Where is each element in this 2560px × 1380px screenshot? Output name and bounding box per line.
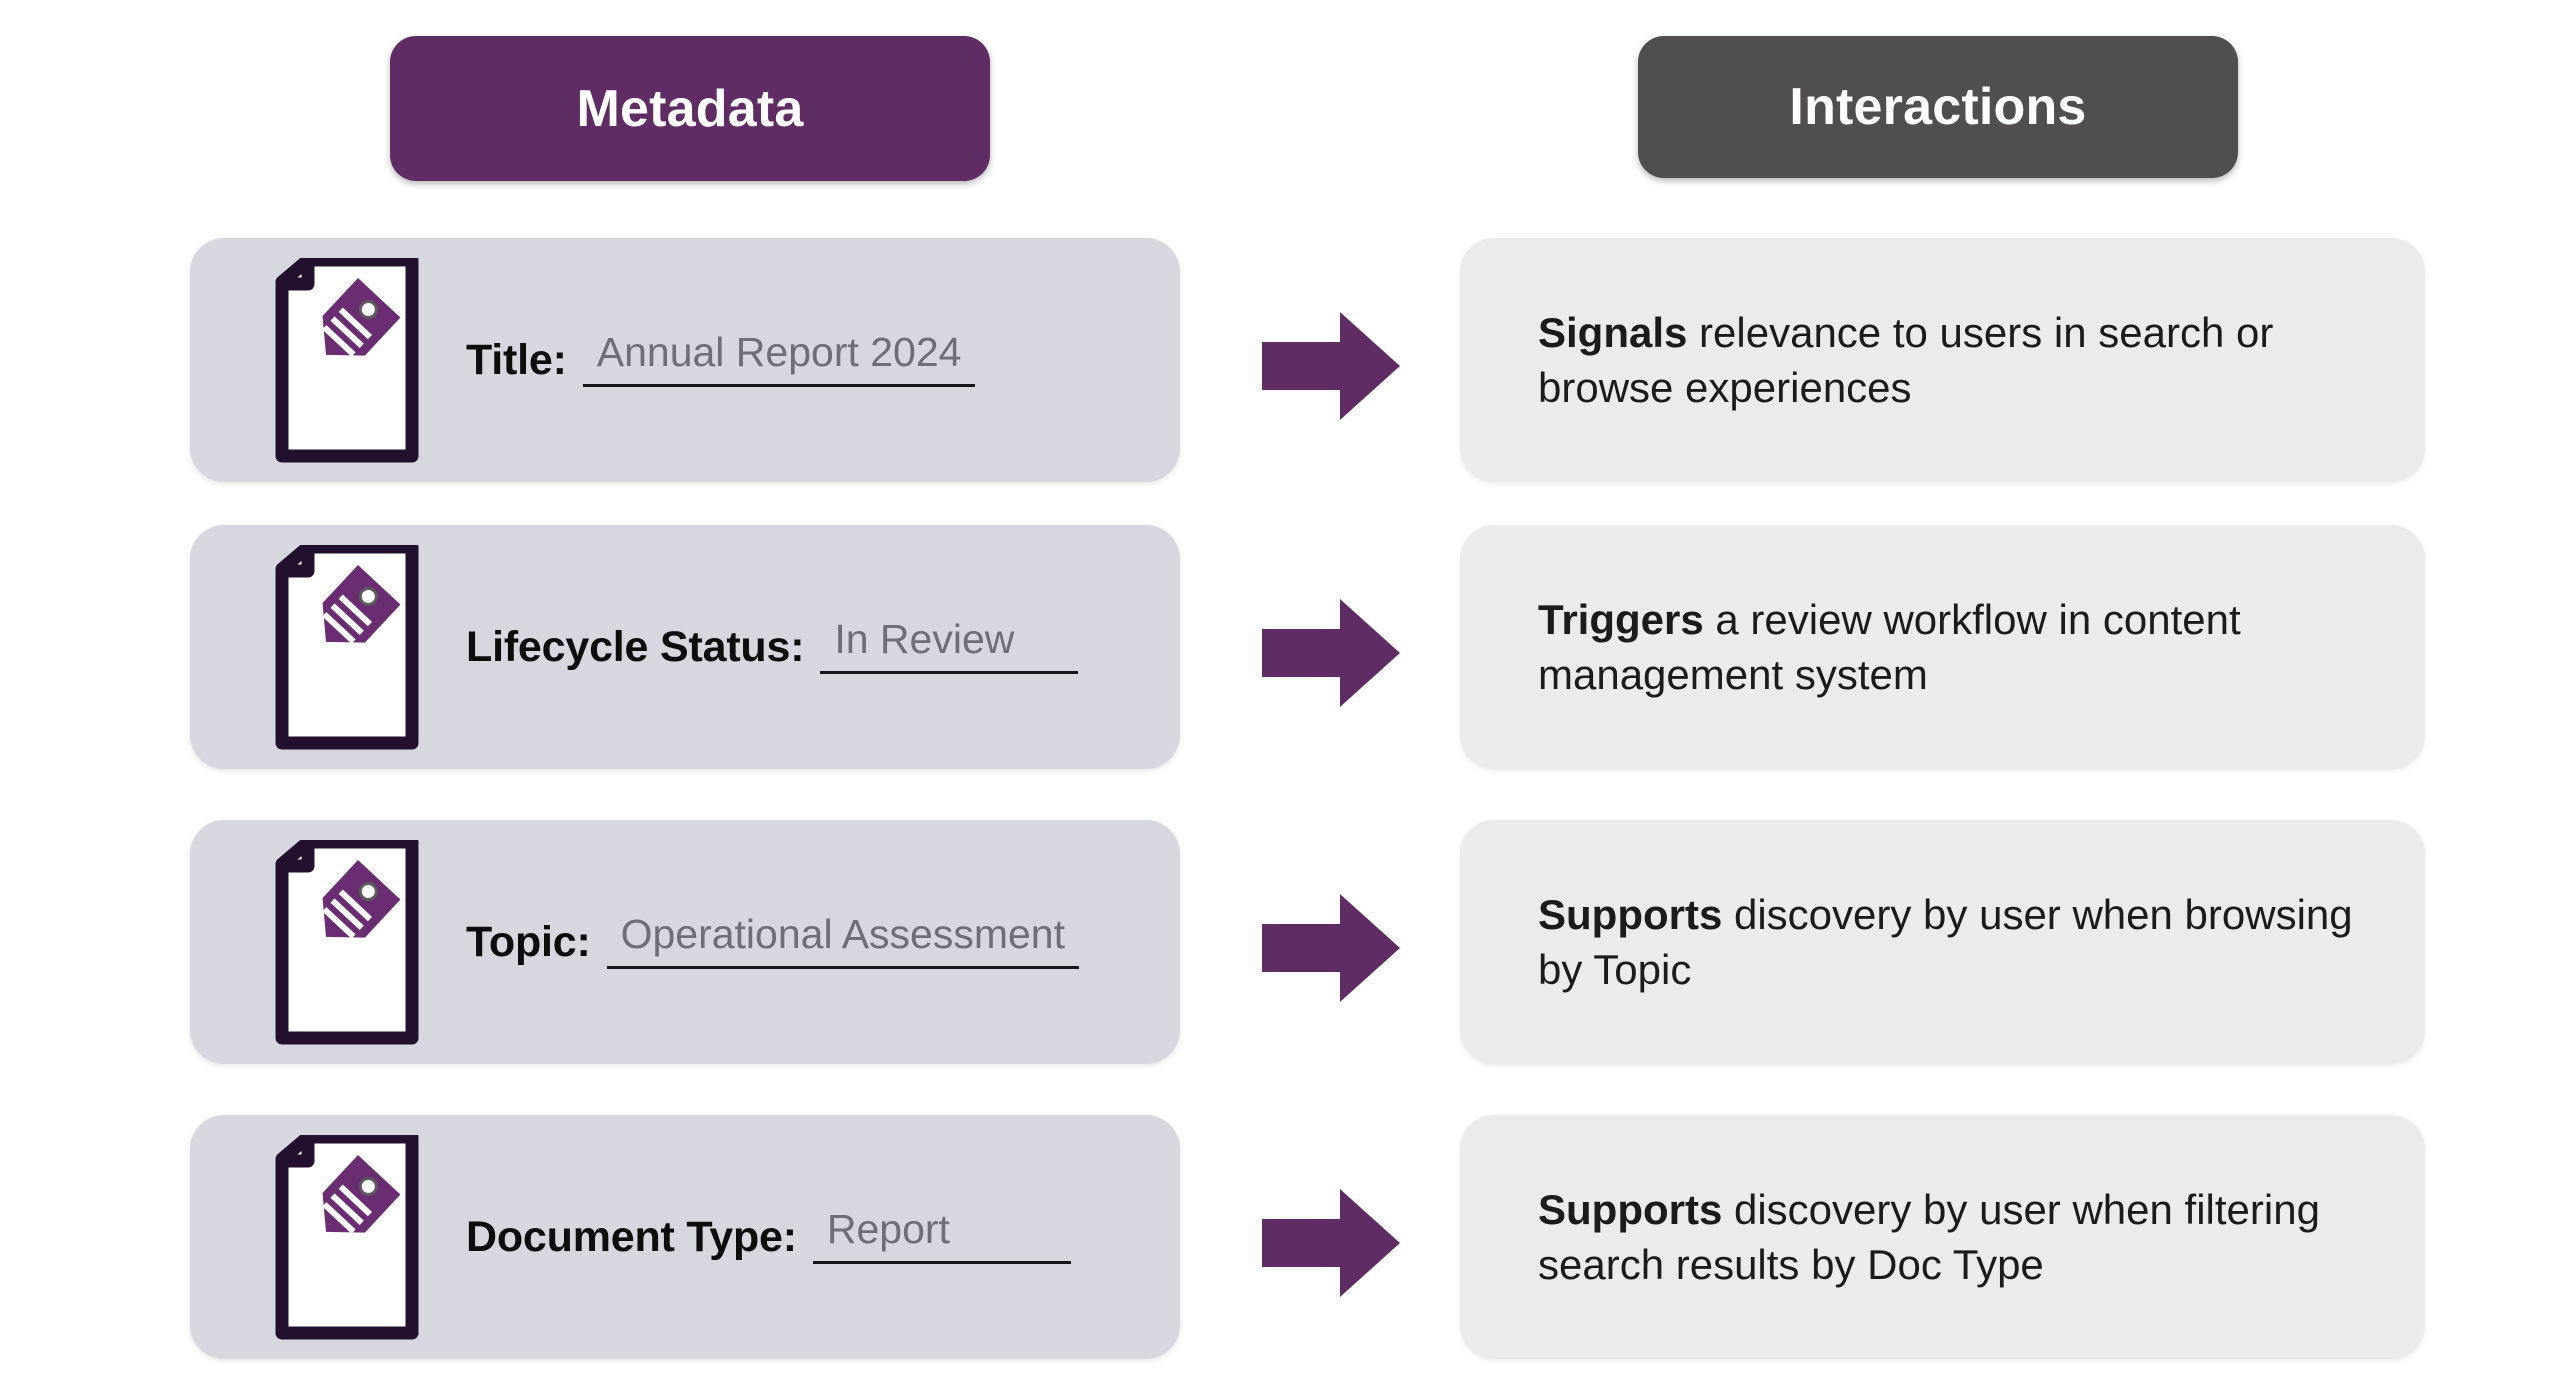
document-tag-icon <box>252 840 442 1050</box>
right-arrow-icon <box>1262 599 1400 707</box>
interaction-rest-text: relevance to users in search or browse e… <box>1538 308 2274 411</box>
interaction-bold-word: Supports <box>1538 1185 1723 1233</box>
field-value-wrap: Report <box>812 1206 1071 1268</box>
field-value[interactable]: Operational Assessment <box>606 911 1079 969</box>
column-header-metadata-label: Metadata <box>576 79 804 138</box>
metadata-row: Document Type: Report Supports discovery… <box>0 1115 2560 1359</box>
field-value[interactable]: In Review <box>820 616 1079 674</box>
field-label: Document Type: <box>466 1212 797 1261</box>
interaction-card: Signals relevance to users in search or … <box>1460 238 2425 482</box>
interaction-card: Supports discovery by user when browsing… <box>1460 820 2425 1064</box>
right-arrow-icon <box>1262 312 1400 420</box>
column-header-interactions-label: Interactions <box>1789 78 2087 136</box>
metadata-row: Lifecycle Status: In Review Triggers a r… <box>0 525 2560 769</box>
field-label: Topic: <box>466 917 591 966</box>
metadata-card: Topic: Operational Assessment <box>190 820 1180 1064</box>
interaction-bold-word: Signals <box>1538 308 1688 356</box>
column-header-interactions: Interactions <box>1638 36 2238 178</box>
interaction-text: Supports discovery by user when browsing… <box>1460 887 2425 998</box>
interaction-text: Triggers a review workflow in content ma… <box>1460 592 2425 703</box>
metadata-card: Title: Annual Report 2024 <box>190 238 1180 482</box>
field-value-wrap: In Review <box>820 616 1079 678</box>
field-value-wrap: Annual Report 2024 <box>582 329 976 391</box>
document-tag-icon <box>252 545 442 755</box>
metadata-field: Document Type: Report <box>466 1115 1071 1359</box>
field-label: Lifecycle Status: <box>466 622 805 671</box>
interaction-bold-word: Supports <box>1538 890 1723 938</box>
interaction-text: Supports discovery by user when filterin… <box>1460 1182 2425 1293</box>
metadata-field: Topic: Operational Assessment <box>466 820 1079 1064</box>
interaction-card: Triggers a review workflow in content ma… <box>1460 525 2425 769</box>
right-arrow-icon <box>1262 894 1400 1002</box>
right-arrow-icon <box>1262 1189 1400 1297</box>
metadata-field: Lifecycle Status: In Review <box>466 525 1079 769</box>
metadata-card: Document Type: Report <box>190 1115 1180 1359</box>
interaction-bold-word: Triggers <box>1538 595 1704 643</box>
metadata-row: Title: Annual Report 2024 Signals releva… <box>0 238 2560 482</box>
interaction-rest-text: discovery by user when browsing by Topic <box>1538 890 2353 993</box>
metadata-row: Topic: Operational Assessment Supports d… <box>0 820 2560 1064</box>
document-tag-icon <box>252 1135 442 1345</box>
metadata-card: Lifecycle Status: In Review <box>190 525 1180 769</box>
column-header-metadata: Metadata <box>390 36 990 181</box>
document-tag-icon <box>252 258 442 468</box>
field-value[interactable]: Annual Report 2024 <box>582 329 976 387</box>
interaction-text: Signals relevance to users in search or … <box>1460 305 2425 416</box>
metadata-field: Title: Annual Report 2024 <box>466 238 976 482</box>
field-value-wrap: Operational Assessment <box>606 911 1079 973</box>
field-value[interactable]: Report <box>812 1206 1071 1264</box>
interaction-rest-text: discovery by user when filtering search … <box>1538 1185 2320 1288</box>
interaction-rest-text: a review workflow in content management … <box>1538 595 2241 698</box>
field-label: Title: <box>466 335 567 384</box>
interaction-card: Supports discovery by user when filterin… <box>1460 1115 2425 1359</box>
